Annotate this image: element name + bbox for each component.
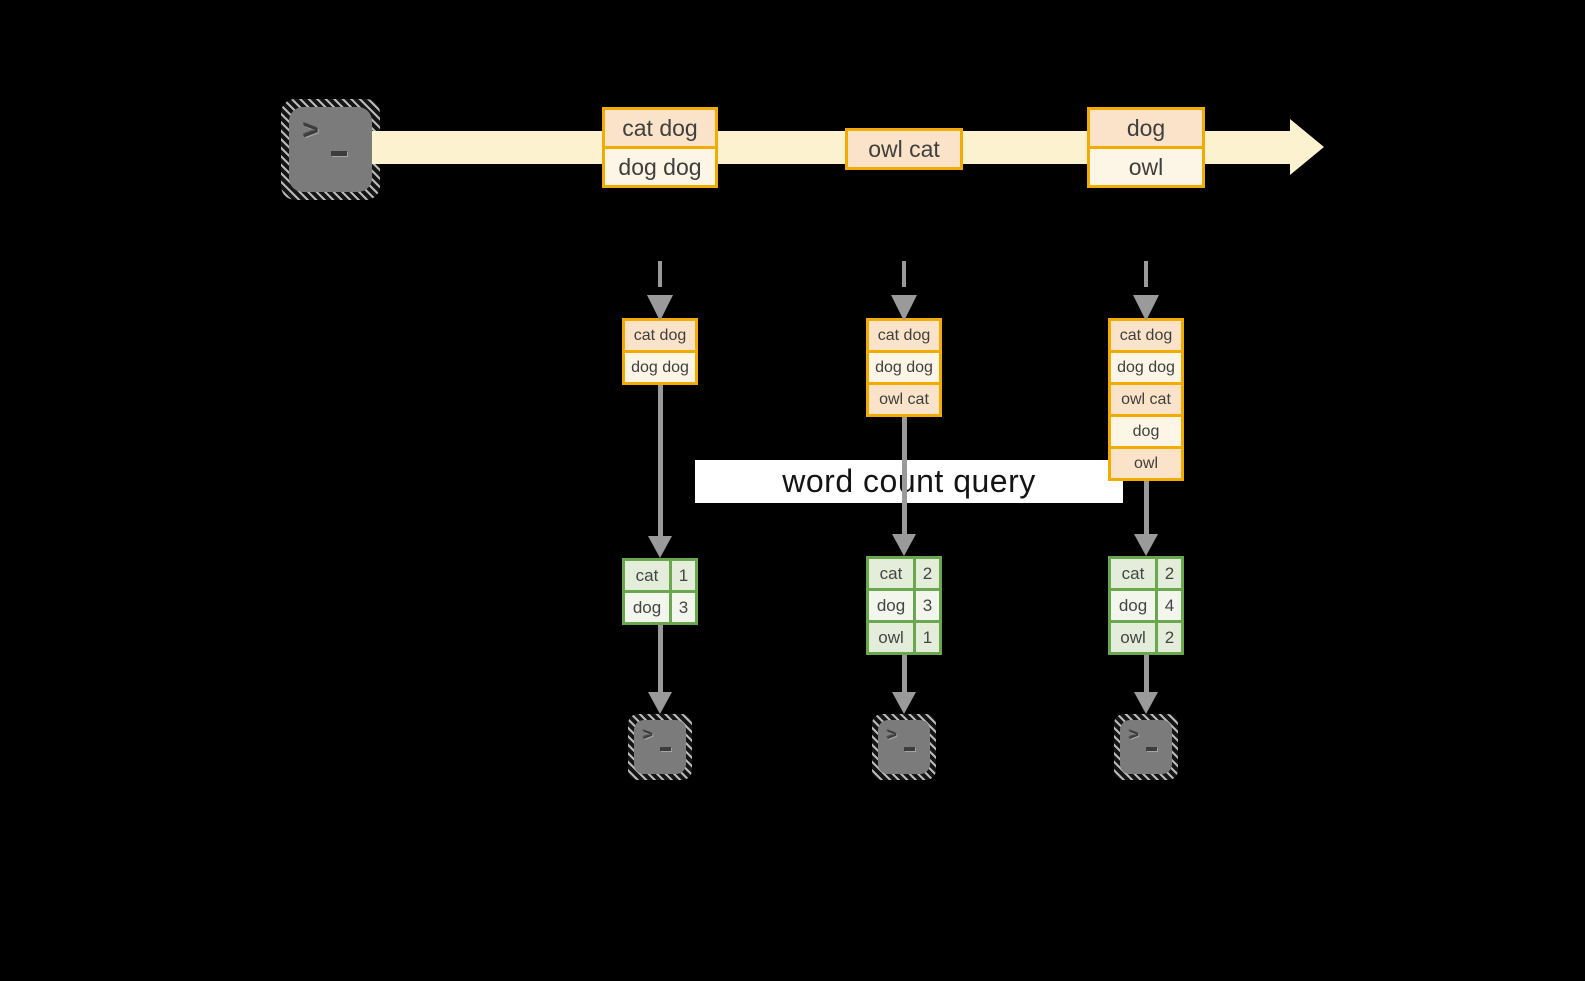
- ingest-arrow-line: [658, 261, 662, 287]
- count-cell: 3: [669, 593, 695, 622]
- query-label-band: word count query: [695, 460, 1123, 503]
- state-line: owl cat: [869, 382, 939, 414]
- word-cell: dog: [625, 593, 669, 622]
- query-arrowhead-icon: [892, 534, 916, 556]
- terminal-icon-body: >: [878, 720, 930, 774]
- output-arrowhead-icon: [648, 692, 672, 714]
- state-box: cat dog dog dog: [622, 318, 698, 385]
- output-arrow-line: [658, 625, 663, 692]
- terminal-prompt-glyph: >: [1129, 725, 1139, 744]
- output-arrow-line: [1144, 655, 1149, 692]
- count-table: cat 2 dog 4 owl 2: [1108, 556, 1184, 655]
- word-cell: dog: [1111, 591, 1155, 620]
- count-cell: 2: [1155, 623, 1181, 652]
- terminal-icon: >: [1114, 714, 1178, 780]
- state-line: cat dog: [869, 321, 939, 350]
- count-cell: 1: [913, 623, 939, 652]
- table-row: owl 2: [1111, 620, 1181, 652]
- state-line: owl: [1111, 446, 1181, 478]
- state-line: owl cat: [1111, 382, 1181, 414]
- terminal-underscore-glyph: [904, 747, 915, 751]
- state-line: dog dog: [1111, 350, 1181, 382]
- ingest-arrowhead-icon: [891, 295, 917, 321]
- table-row: cat 2: [1111, 559, 1181, 588]
- count-cell: 2: [913, 559, 939, 588]
- count-cell: 4: [1155, 591, 1181, 620]
- terminal-prompt-glyph: >: [303, 115, 319, 145]
- stream-arrowhead-icon: [1290, 119, 1324, 175]
- state-box: cat dog dog dog owl cat: [866, 318, 942, 417]
- terminal-prompt-glyph: >: [887, 725, 897, 744]
- terminal-icon-body: >: [1120, 720, 1172, 774]
- stream-event-line: dog: [1090, 110, 1202, 146]
- state-line: dog: [1111, 414, 1181, 446]
- query-arrowhead-icon: [1134, 534, 1158, 556]
- terminal-underscore-glyph: [660, 747, 671, 751]
- stream-event-line: dog dog: [605, 146, 715, 185]
- terminal-icon-body: >: [289, 107, 372, 192]
- word-cell: cat: [1111, 559, 1155, 588]
- word-cell: dog: [869, 591, 913, 620]
- table-row: cat 1: [625, 561, 695, 590]
- count-cell: 3: [913, 591, 939, 620]
- terminal-icon: >: [872, 714, 936, 780]
- word-cell: cat: [625, 561, 669, 590]
- output-arrowhead-icon: [1134, 692, 1158, 714]
- query-arrow-line: [658, 385, 663, 536]
- count-cell: 2: [1155, 559, 1181, 588]
- ingest-arrow-line: [902, 261, 906, 287]
- count-table: cat 2 dog 3 owl 1: [866, 556, 942, 655]
- terminal-icon-body: >: [634, 720, 686, 774]
- terminal-icon: >: [628, 714, 692, 780]
- word-cell: cat: [869, 559, 913, 588]
- count-cell: 1: [669, 561, 695, 590]
- ingest-arrow-line: [1144, 261, 1148, 287]
- stream-event-box: dog owl: [1087, 107, 1205, 188]
- stream-event-line: owl: [1090, 146, 1202, 185]
- terminal-underscore-glyph: [1146, 747, 1157, 751]
- table-row: cat 2: [869, 559, 939, 588]
- stream-event-box: owl cat: [845, 128, 963, 170]
- table-row: dog 3: [625, 590, 695, 622]
- query-arrow-line: [1144, 481, 1149, 534]
- state-line: dog dog: [625, 350, 695, 382]
- stream-event-line: cat dog: [605, 110, 715, 146]
- state-box: cat dog dog dog owl cat dog owl: [1108, 318, 1184, 481]
- table-row: dog 4: [1111, 588, 1181, 620]
- count-table: cat 1 dog 3: [622, 558, 698, 625]
- ingest-arrowhead-icon: [647, 295, 673, 321]
- stream-event-line: owl cat: [848, 131, 960, 167]
- table-row: owl 1: [869, 620, 939, 652]
- output-arrowhead-icon: [892, 692, 916, 714]
- terminal-icon: >: [281, 99, 380, 200]
- output-arrow-line: [902, 655, 907, 692]
- word-cell: owl: [1111, 623, 1155, 652]
- word-cell: owl: [869, 623, 913, 652]
- ingest-arrowhead-icon: [1133, 295, 1159, 321]
- terminal-prompt-glyph: >: [643, 725, 653, 744]
- state-line: cat dog: [1111, 321, 1181, 350]
- stream-event-box: cat dog dog dog: [602, 107, 718, 188]
- state-line: dog dog: [869, 350, 939, 382]
- query-arrow-line: [902, 417, 907, 534]
- query-label: word count query: [782, 463, 1036, 499]
- query-arrowhead-icon: [648, 536, 672, 558]
- state-line: cat dog: [625, 321, 695, 350]
- table-row: dog 3: [869, 588, 939, 620]
- terminal-underscore-glyph: [331, 151, 347, 156]
